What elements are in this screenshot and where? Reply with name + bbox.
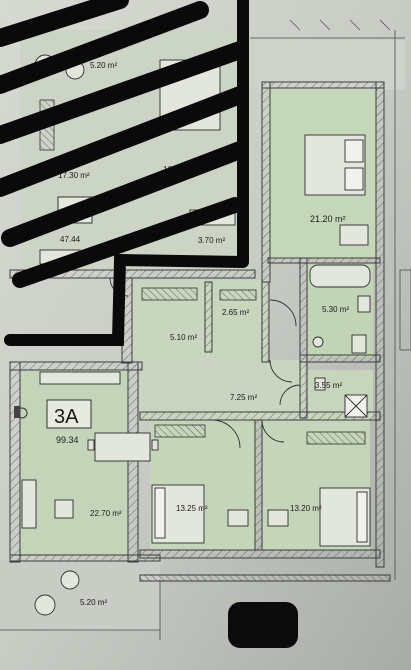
apartment-code-3a: 3A: [54, 406, 79, 428]
grid-ticks: [289, 19, 391, 31]
room-label-bedroom-top: 21.20 m²: [310, 214, 346, 224]
room-label-hall: 5.10 m²: [170, 333, 197, 342]
washing-machine-icon: [312, 336, 324, 348]
desk-icon: [339, 224, 369, 246]
bathtub-icon: [309, 264, 371, 288]
room-label-balcony: 5.20 m²: [80, 598, 107, 607]
room-label-bedroom-right: 13.20 m²: [290, 504, 322, 513]
room-label-1b-bath: 3.70 m²: [198, 236, 225, 245]
kitchen-counter-icon: [39, 371, 121, 385]
balcony-chair-icon: [34, 594, 56, 616]
room-corridor: [140, 360, 305, 420]
door-arcs: [109, 277, 301, 449]
balcony-table-icon: [60, 570, 80, 590]
room-label-corridor: 7.25 m²: [230, 393, 257, 402]
apartment-area-3a: 99.34: [56, 435, 79, 445]
balcony-bottom: [0, 560, 160, 630]
coffee-table-icon: [54, 499, 74, 519]
room-label-1b-loggia: 5.20 m²: [90, 61, 117, 70]
chair-mid-icon: [227, 509, 249, 527]
room-label-bedroom-mid: 13.25 m²: [176, 504, 208, 513]
dining-table-icon: [94, 432, 151, 462]
redaction-marker-strokes: [0, 0, 249, 346]
sofa-icon: [21, 479, 37, 529]
room-label-1b-living: 17.30 m²: [58, 171, 90, 180]
walls: [9, 81, 391, 582]
room-label-wc: 3.55 m²: [315, 381, 342, 390]
room-label-storage: 2.65 m²: [222, 308, 249, 317]
outline-lines: [0, 30, 411, 640]
apartment-area-1b: 47.44: [60, 235, 81, 244]
wc-toilet-icon: [314, 377, 326, 391]
sink-icon: [357, 295, 371, 313]
room-label-living-3a: 22.70 m²: [90, 509, 122, 518]
room-label-bathroom: 5.30 m²: [322, 305, 349, 314]
toilet-icon: [351, 334, 367, 354]
chair-right-icon: [267, 509, 289, 527]
redaction-blob: [228, 602, 298, 648]
marker-icon: [14, 406, 28, 419]
